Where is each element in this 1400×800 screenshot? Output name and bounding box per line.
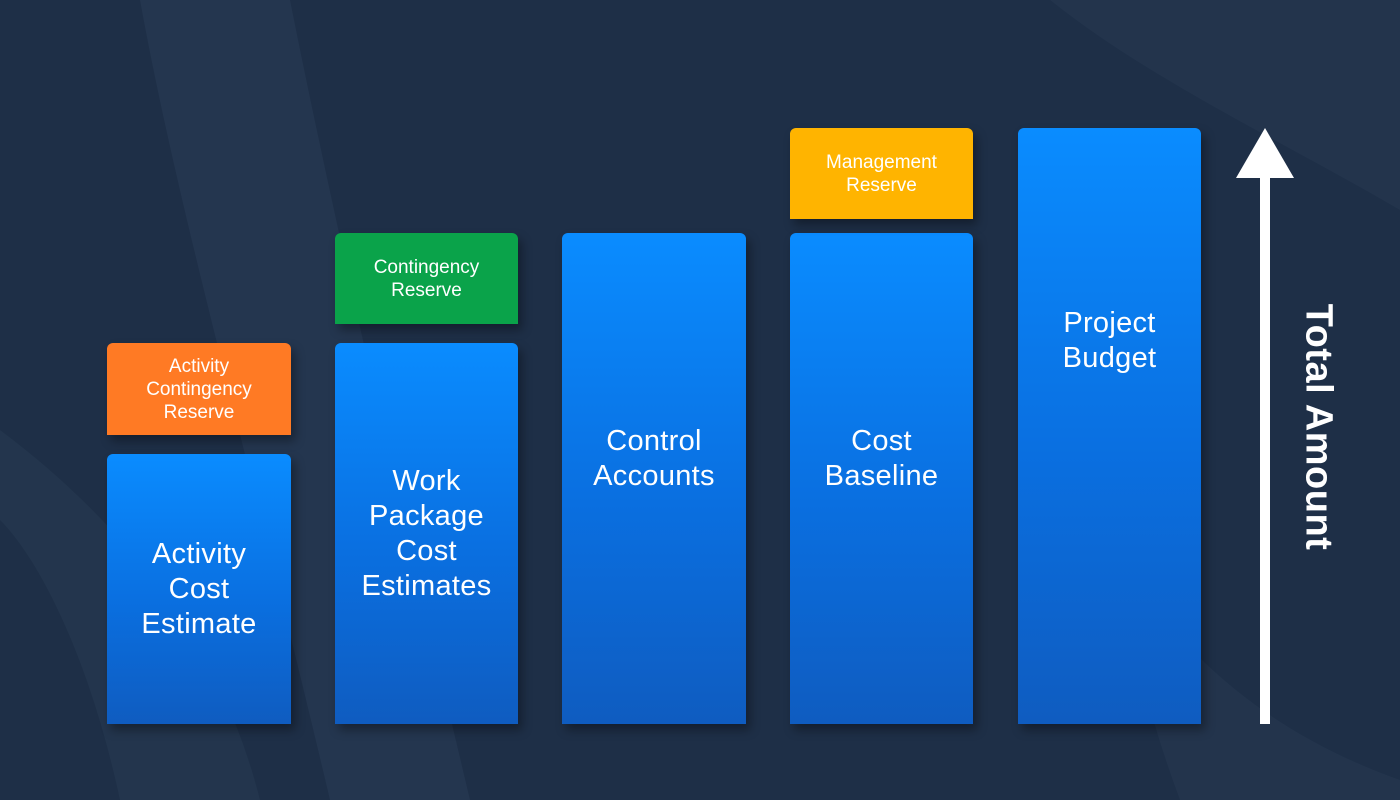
bar-activity-cost-estimate: Activity Cost Estimate [107, 454, 291, 724]
arrow-up-icon [1236, 128, 1294, 724]
box-contingency-reserve: Contingency Reserve [335, 233, 518, 324]
axis-label-total-amount: Total Amount [1297, 303, 1340, 551]
bar-control-accounts: Control Accounts [562, 233, 746, 724]
bar-cost-baseline: Cost Baseline [790, 233, 973, 724]
bar-project-budget: Project Budget [1018, 128, 1201, 724]
box-activity-contingency-reserve: Activity Contingency Reserve [107, 343, 291, 435]
box-management-reserve: Management Reserve [790, 128, 973, 219]
bar-work-package-cost-estimates: Work Package Cost Estimates [335, 343, 518, 724]
